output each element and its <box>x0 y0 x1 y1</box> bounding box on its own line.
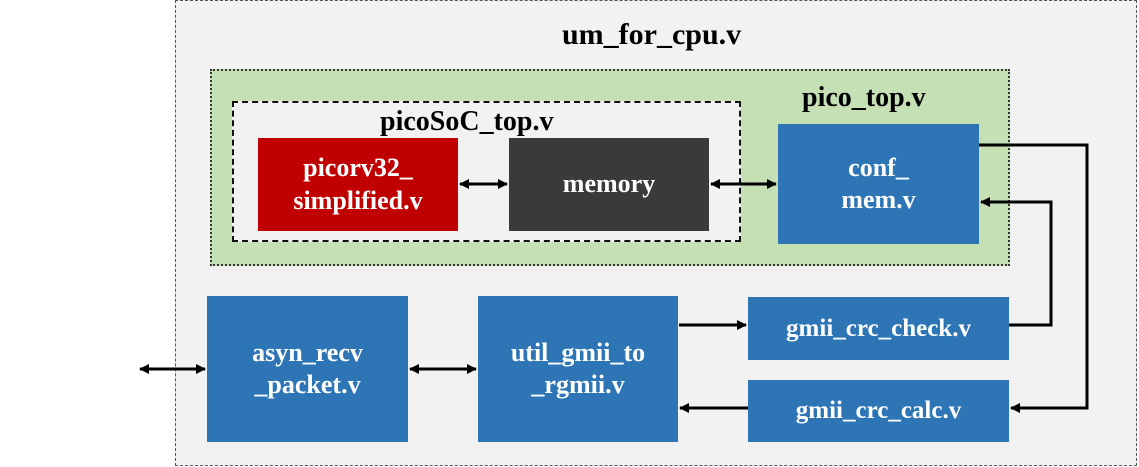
memory-label: memory <box>562 169 656 199</box>
conf-mem-block: conf_ mem.v <box>778 124 979 244</box>
picorv32-label: picorv32_ simplified.v <box>293 153 423 215</box>
gmii-crc-calc-label: gmii_crc_calc.v <box>795 397 962 425</box>
picosoc-top-label: picoSoC_top.v <box>380 106 554 137</box>
memory-block: memory <box>509 138 709 231</box>
conf-mem-label: conf_ mem.v <box>841 152 916 215</box>
gmii-crc-calc-block: gmii_crc_calc.v <box>748 380 1009 442</box>
picorv32-block: picorv32_ simplified.v <box>258 138 458 231</box>
util-gmii-label: util_gmii_to _rgmii.v <box>510 337 646 400</box>
pico-top-label: pico_top.v <box>802 82 926 113</box>
util-gmii-block: util_gmii_to _rgmii.v <box>478 296 678 442</box>
um-for-cpu-label: um_for_cpu.v <box>562 18 742 51</box>
arrow-crccheck-confmem <box>980 197 1053 327</box>
asyn-recv-label: asyn_recv _packet.v <box>252 337 363 400</box>
gmii-crc-check-block: gmii_crc_check.v <box>748 297 1009 360</box>
gmii-crc-check-label: gmii_crc_check.v <box>786 314 971 342</box>
asyn-recv-block: asyn_recv _packet.v <box>207 296 408 442</box>
arrow-confmem-crccalc <box>979 143 1089 413</box>
